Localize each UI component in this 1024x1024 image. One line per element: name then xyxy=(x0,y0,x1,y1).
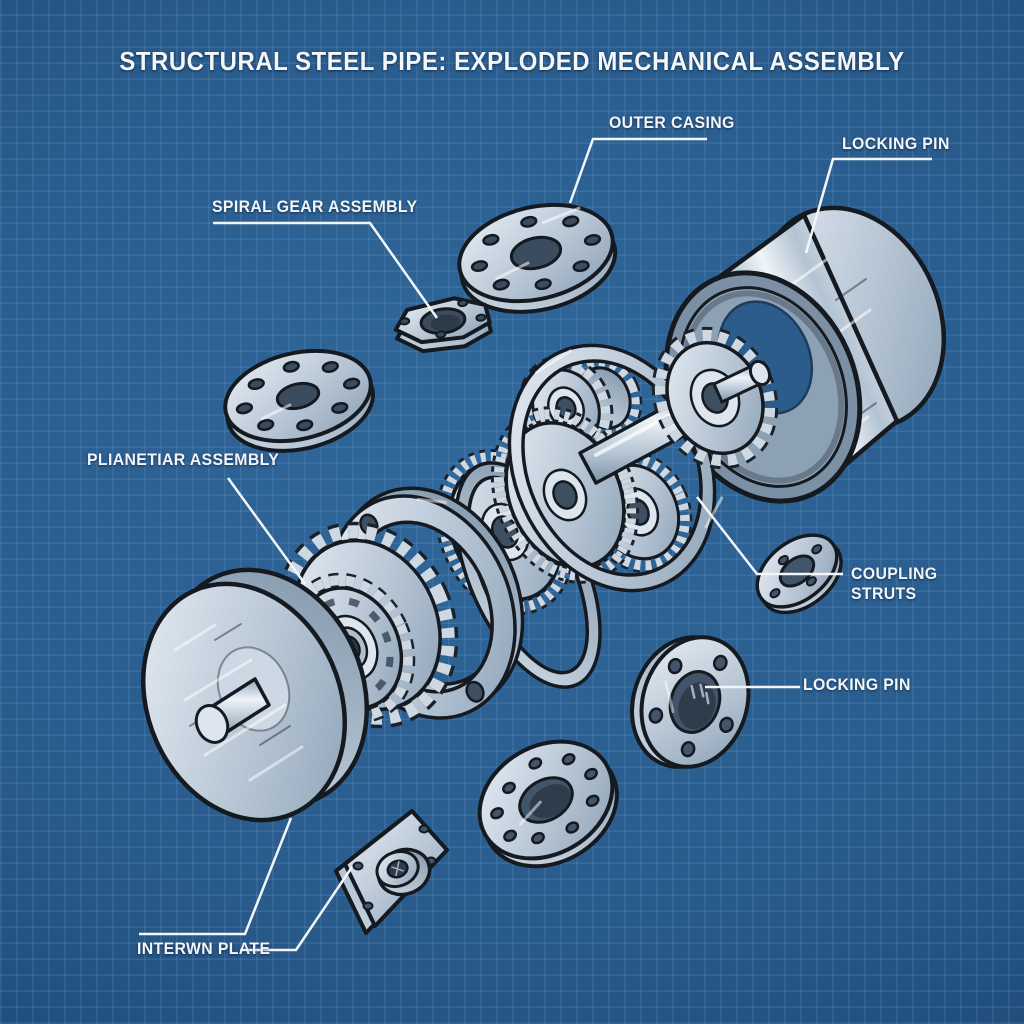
end-disc xyxy=(140,567,370,823)
label-outer-casing: OUTER CASING xyxy=(609,113,735,132)
flange-disc-left xyxy=(223,348,375,453)
leader-internal-plate-2 xyxy=(240,866,354,952)
label-internal-plate: INTERWN PLATE xyxy=(137,939,271,958)
drum-shaft-stub xyxy=(712,359,772,405)
label-coupling-struts: COUPLING STRUTS xyxy=(851,564,938,604)
locking-pin-disc xyxy=(630,635,751,769)
leader-locking-pin-top xyxy=(804,157,932,254)
coupling-flange xyxy=(755,533,843,615)
label-locking-pin-top: LOCKING PIN xyxy=(842,134,950,153)
diagram-title: STRUCTURAL STEEL PIPE: EXPLODED MECHANIC… xyxy=(119,46,905,76)
leader-outer-casing xyxy=(568,137,707,204)
leader-spiral-gear-assembly xyxy=(213,221,439,319)
label-locking-pin-bottom: LOCKING PIN xyxy=(803,675,911,694)
flange-disc-top xyxy=(457,202,618,314)
internal-plate xyxy=(334,809,449,935)
leader-coupling-struts xyxy=(696,496,843,576)
leader-planetary-assembly xyxy=(226,477,307,585)
label-spiral-gear-assembly: SPIRAL GEAR ASSEMBLY xyxy=(212,197,418,216)
leader-internal-plate-1 xyxy=(139,817,293,936)
label-planetary-assembly: PLIANETIAR ASSEMBLY xyxy=(87,450,280,469)
bottom-flange-disc xyxy=(477,739,619,869)
spiral-gear-plate xyxy=(393,296,493,354)
